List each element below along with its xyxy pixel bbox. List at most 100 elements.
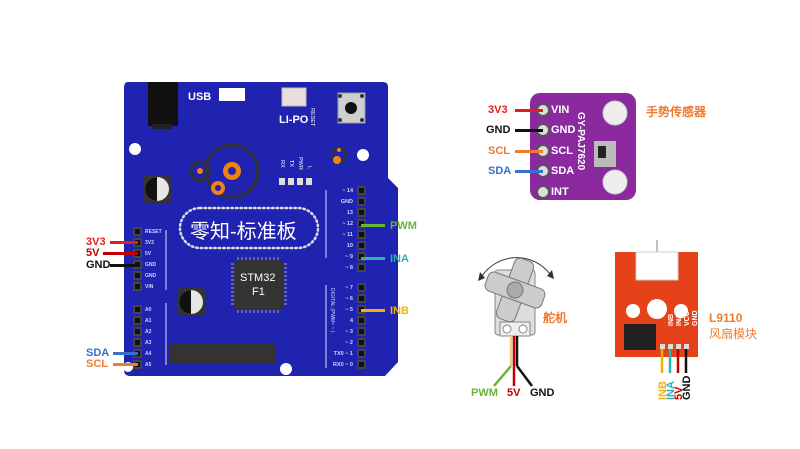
fan-pin-label: INA [676, 313, 683, 326]
pin-d6 [357, 294, 366, 303]
wire-3v3 [110, 241, 138, 244]
pin-vin [133, 282, 142, 291]
mount-hole [357, 149, 369, 161]
pin-d9 [357, 252, 366, 261]
pin-label: RX0 ~ 0 [332, 362, 353, 368]
wire-scl [113, 363, 138, 366]
label-pwm: PWM [390, 220, 417, 232]
usb-label: USB [188, 91, 212, 103]
pin-d2 [357, 338, 366, 347]
pin-d7 [357, 283, 366, 292]
rotation-arrow [481, 257, 551, 277]
pin-label: TX0 ~ 1 [333, 351, 353, 357]
pin-label: 5V [145, 251, 152, 257]
sensor-pin-label: GND [551, 124, 576, 136]
usb-port [219, 88, 245, 101]
pin-d12 [357, 219, 366, 228]
pin-d13 [357, 208, 366, 217]
chip-label-2: F1 [252, 286, 265, 298]
label-gnd: GND [86, 259, 111, 271]
sensor-pin-label: SCL [551, 145, 573, 157]
pin-label: A4 [145, 351, 152, 357]
pin-label: GND [145, 262, 157, 268]
fan-label-gnd: GND [681, 375, 693, 400]
pin-label: A0 [145, 307, 152, 313]
pin-gnd-right [357, 197, 366, 206]
sensor-label-sda: SDA [488, 165, 512, 177]
label-3v3: 3V3 [86, 236, 106, 248]
fan-motor [635, 251, 679, 281]
pin-label: ~ 7 [345, 285, 353, 291]
pin-label: ~ 12 [342, 221, 353, 227]
wire-gnd [110, 264, 138, 267]
pin-a2 [133, 327, 142, 336]
label-5v: 5V [86, 247, 100, 259]
pin-d10 [357, 241, 366, 250]
pin-label: 4 [349, 318, 353, 324]
servo-wire-pwm [493, 365, 512, 387]
pin-d14 [357, 186, 366, 195]
wire-sda [113, 352, 138, 355]
servo-label-5v: 5V [507, 387, 521, 399]
pin-label: A5 [145, 362, 152, 368]
pin-label: A3 [145, 340, 152, 346]
servo-label-gnd: GND [530, 387, 555, 399]
pin-reset [133, 227, 142, 236]
wire-sensor-sda [515, 170, 543, 173]
pin-label: ~ 2 [345, 340, 353, 346]
pin-label: A2 [145, 329, 152, 335]
pin-label: ~ 6 [345, 296, 353, 302]
mount-hole [129, 143, 141, 155]
wire-sensor-3v3 [515, 109, 543, 112]
pin-label: ~ 8 [345, 265, 353, 271]
servo-name: 舵机 [543, 311, 568, 325]
pin-d8 [357, 263, 366, 272]
pin-d1 [357, 349, 366, 358]
fan-model: L9110 [709, 311, 743, 325]
pin-label: VIN [145, 284, 154, 290]
lipo-label: LI-PO [279, 114, 309, 126]
pin-label: 13 [346, 210, 353, 216]
servo-horn [484, 257, 546, 323]
sensor-pin-label: VIN [551, 104, 570, 116]
pin-d3 [357, 327, 366, 336]
label-scl: SCL [86, 358, 108, 370]
pin-gnd [133, 271, 142, 280]
pin-label: ~ 9 [345, 254, 353, 260]
label-ina: INA [390, 253, 409, 265]
label-inb: INB [390, 305, 409, 317]
dc-jack [148, 82, 178, 126]
pin-label: ~ 11 [342, 232, 353, 238]
pin-d0 [357, 360, 366, 369]
fan-pin-label: VCC [684, 311, 691, 326]
wire-5v [103, 252, 138, 255]
lipo-connector [281, 87, 307, 107]
wire-sensor-gnd [515, 129, 543, 132]
bottom-header [170, 343, 276, 364]
fan-pin-label: GND [692, 310, 699, 326]
chip-label-1: STM32 [240, 272, 276, 284]
pin-d4 [357, 316, 366, 325]
pin-d11 [357, 230, 366, 239]
pin-a0 [133, 305, 142, 314]
sensor-label-scl: SCL [488, 145, 510, 157]
sensor-pin-label: INT [551, 186, 569, 198]
label-sda: SDA [86, 347, 110, 359]
pin-label: 10 [346, 243, 353, 249]
pin-label: GND [145, 273, 157, 279]
title-oval [178, 206, 320, 250]
mcu-chip [231, 257, 287, 313]
pin-label: GND [340, 199, 353, 205]
pin-a3 [133, 338, 142, 347]
sensor-pin-label: SDA [551, 165, 575, 177]
gesture-sensor-name: 手势传感器 [646, 105, 707, 119]
fan-name: 风扇模块 [709, 327, 758, 341]
servo-wire-gnd [516, 365, 533, 387]
sensor-label-3v3: 3V3 [488, 104, 508, 116]
servo-label-pwm: PWM [471, 387, 498, 399]
wire-inb [361, 309, 385, 312]
wire-pwm [361, 224, 385, 227]
pin-label: ~ 3 [345, 329, 353, 335]
pin-label: A1 [145, 318, 152, 324]
